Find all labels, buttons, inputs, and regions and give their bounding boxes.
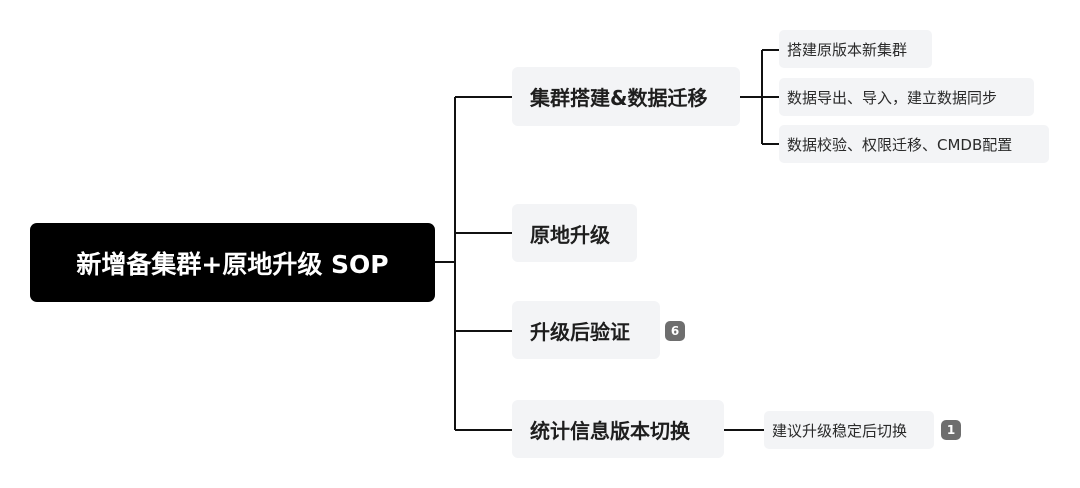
leaf-label: 建议升级稳定后切换: [772, 421, 908, 440]
branch-label: 原地升级: [530, 222, 610, 247]
badge-count: 6: [670, 324, 680, 338]
leaf-data-export-import-sync[interactable]: 数据导出、导入，建立数据同步: [779, 78, 1034, 116]
branch-label: 统计信息版本切换: [530, 418, 690, 443]
branch-cluster-setup-migration[interactable]: 集群搭建&数据迁移: [512, 67, 740, 126]
branch-in-place-upgrade[interactable]: 原地升级: [512, 204, 637, 262]
collapsed-count-badge[interactable]: 6: [665, 321, 685, 341]
branch-stats-version-switch[interactable]: 统计信息版本切换: [512, 400, 724, 458]
collapsed-count-badge[interactable]: 1: [941, 420, 961, 440]
leaf-label: 数据校验、权限迁移、CMDB配置: [787, 135, 1013, 154]
leaf-build-new-cluster[interactable]: 搭建原版本新集群: [779, 30, 932, 68]
leaf-label: 搭建原版本新集群: [787, 40, 908, 59]
branch-post-upgrade-verify[interactable]: 升级后验证: [512, 301, 660, 359]
branch-label: 集群搭建&数据迁移: [530, 86, 708, 110]
root-node[interactable]: 新增备集群+原地升级 SOP: [30, 223, 435, 302]
leaf-data-verify-permission-cmdb[interactable]: 数据校验、权限迁移、CMDB配置: [779, 125, 1049, 163]
branch-label: 升级后验证: [530, 319, 630, 344]
leaf-label: 数据导出、导入，建立数据同步: [787, 88, 998, 107]
root-node-label: 新增备集群+原地升级 SOP: [76, 249, 389, 279]
badge-count: 1: [946, 423, 956, 437]
leaf-switch-after-stable[interactable]: 建议升级稳定后切换: [764, 411, 934, 449]
